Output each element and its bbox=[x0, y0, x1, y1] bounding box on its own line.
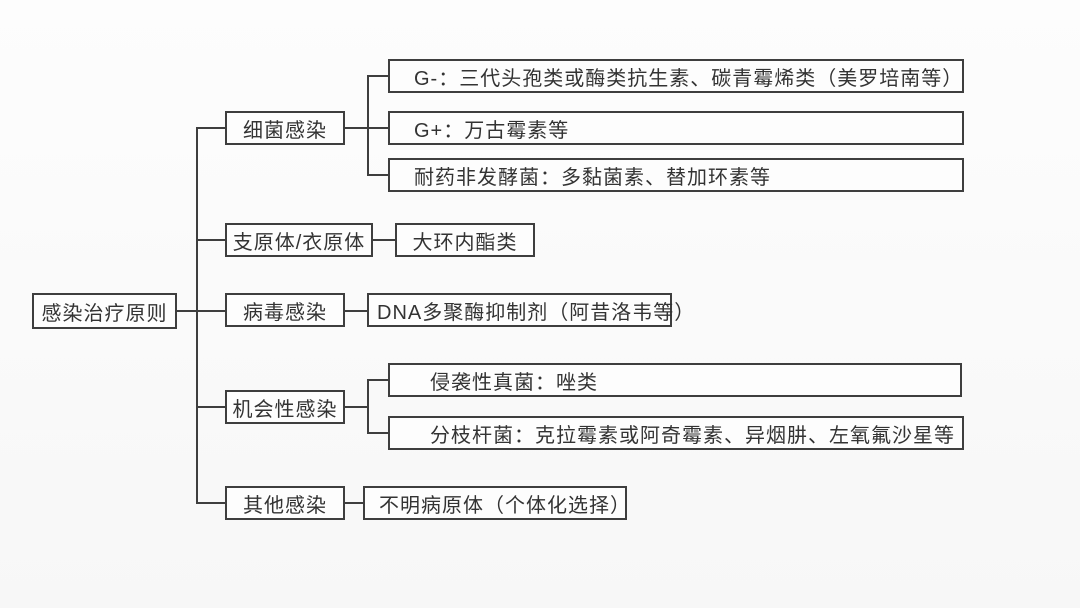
connector-line-branch-opportunistic bbox=[196, 406, 225, 408]
connector-line-bacterial-vertical bbox=[367, 75, 369, 176]
connector-line-opportunistic-main bbox=[345, 406, 368, 408]
branch-node-other: 其他感染 bbox=[225, 486, 345, 520]
connector-line-bacterial-main bbox=[345, 127, 388, 129]
leaf-node-mycobacteria: 分枝杆菌：克拉霉素或阿奇霉素、异烟肼、左氧氟沙星等 bbox=[388, 416, 964, 450]
branch-node-opportunistic: 机会性感染 bbox=[225, 390, 345, 424]
connector-line-branch-other bbox=[196, 502, 225, 504]
connector-line-trunk bbox=[196, 127, 198, 504]
root-node: 感染治疗原则 bbox=[32, 293, 177, 329]
connector-line-opportunistic-bottom bbox=[367, 432, 388, 434]
leaf-node-macrolides: 大环内酯类 bbox=[395, 223, 535, 257]
branch-node-mycoplasma: 支原体/衣原体 bbox=[225, 223, 373, 257]
connector-line-branch-bacterial bbox=[196, 127, 225, 129]
leaf-node-nonfermenting: 耐药非发酵菌：多黏菌素、替加环素等 bbox=[388, 158, 964, 192]
connector-line-viral-child bbox=[345, 310, 367, 312]
leaf-node-gram-negative: G-：三代头孢类或酶类抗生素、碳青霉烯类（美罗培南等） bbox=[388, 59, 964, 93]
connector-line-root bbox=[177, 310, 225, 312]
leaf-node-unknown-pathogen: 不明病原体（个体化选择） bbox=[363, 486, 630, 520]
connector-line-bacterial-bottom bbox=[367, 174, 388, 176]
branch-node-bacterial: 细菌感染 bbox=[225, 111, 345, 145]
leaf-node-gram-positive: G+：万古霉素等 bbox=[388, 111, 964, 145]
connector-line-mycoplasma-child bbox=[373, 239, 395, 241]
connector-line-branch-mycoplasma bbox=[196, 239, 225, 241]
connector-line-bacterial-top bbox=[367, 75, 388, 77]
connector-line-other-child bbox=[345, 502, 363, 504]
branch-node-viral: 病毒感染 bbox=[225, 293, 345, 327]
connector-line-opportunistic-vertical bbox=[367, 379, 369, 434]
connector-line-opportunistic-top bbox=[367, 379, 388, 381]
leaf-node-invasive-fungi: 侵袭性真菌：唑类 bbox=[388, 363, 962, 397]
leaf-node-dna-polymerase-inhibitor: DNA多聚酶抑制剂（阿昔洛韦等） bbox=[367, 293, 694, 327]
